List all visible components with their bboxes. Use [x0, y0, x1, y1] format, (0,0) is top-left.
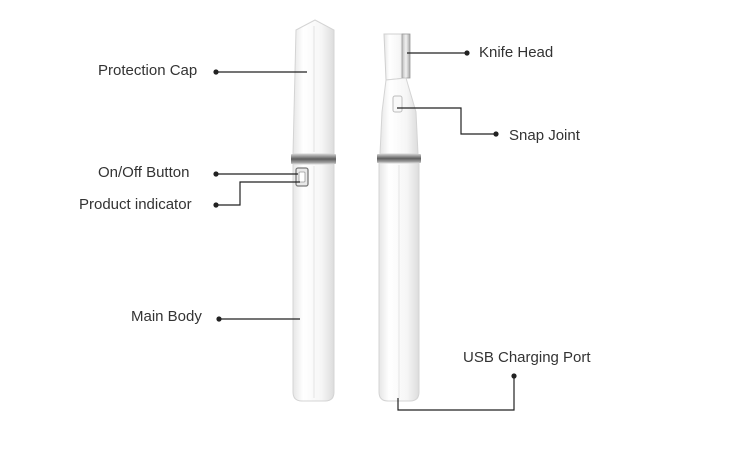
label-protection-cap: Protection Cap [98, 62, 198, 79]
dot-usb-port [511, 373, 517, 379]
leader-dots [213, 50, 517, 379]
label-knife-head: Knife Head [479, 44, 554, 61]
open-device [377, 33, 421, 402]
label-snap-joint: Snap Joint [509, 127, 580, 144]
snap-joint-neck [379, 77, 419, 155]
snap-joint-latch [392, 95, 403, 113]
leader-lines [216, 52, 515, 411]
leader-usb-port [397, 376, 515, 411]
product-indicator-light [298, 171, 306, 183]
label-on-off-button: On/Off Button [98, 164, 190, 181]
leader-snap-joint [397, 107, 496, 135]
label-main-body: Main Body [131, 308, 202, 325]
dot-on-off-button [213, 171, 219, 177]
dot-product-indicator [213, 202, 219, 208]
knife-head-blade [401, 33, 411, 79]
dot-main-body [216, 316, 222, 322]
leader-product-indicator [216, 181, 300, 206]
metal-band [291, 154, 336, 164]
metal-band-right [377, 154, 421, 163]
dot-knife-head [464, 50, 470, 56]
capped-device [291, 19, 336, 402]
dot-snap-joint [493, 131, 499, 137]
dot-protection-cap [213, 69, 219, 75]
label-usb-charging-port: USB Charging Port [463, 349, 591, 366]
label-product-indicator: Product indicator [79, 196, 192, 213]
